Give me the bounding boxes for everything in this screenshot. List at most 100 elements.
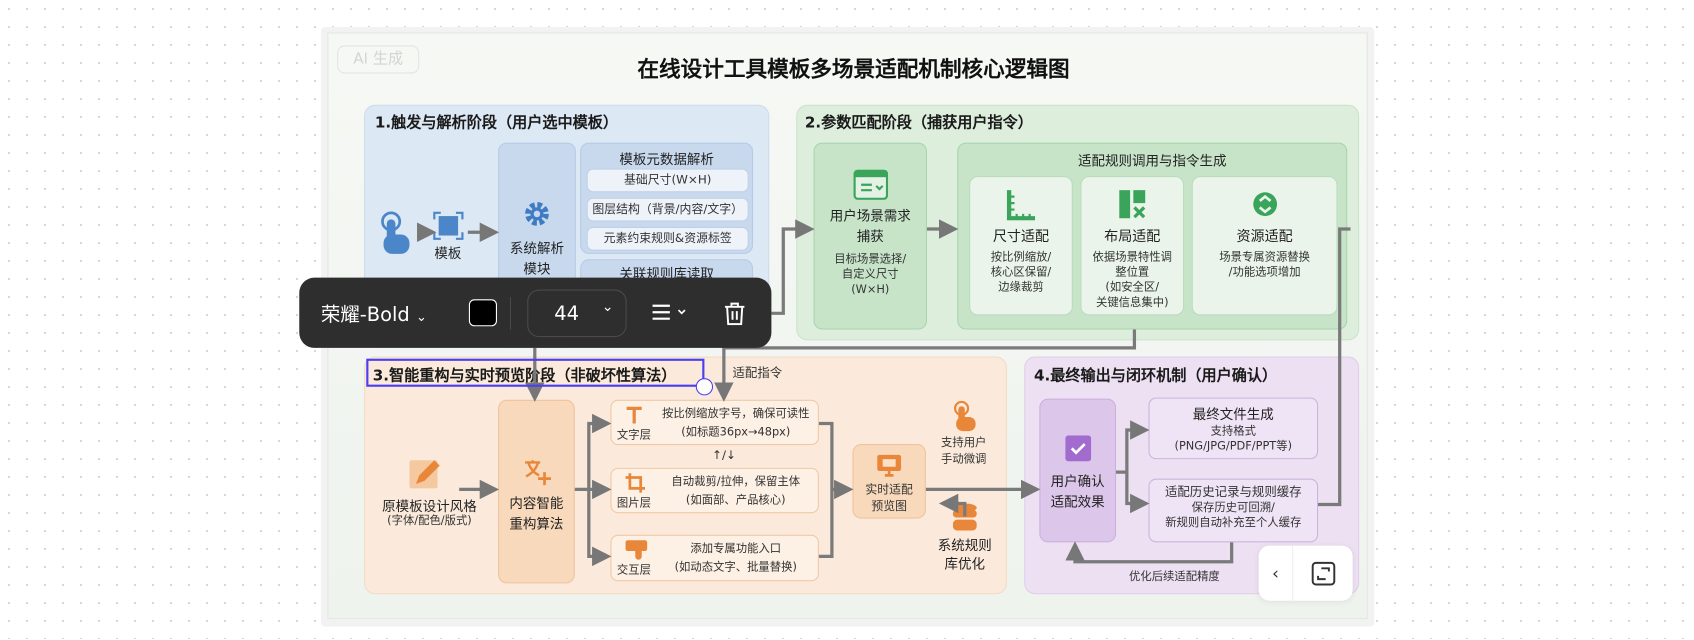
font-size-dropdown[interactable]: 44 ⌄ bbox=[527, 289, 627, 338]
layout-adapt-card: 布局适配 依据场景特性调 整位置 (如安全区/ 关键信息集中) bbox=[1080, 176, 1185, 316]
toolbar-divider bbox=[509, 297, 512, 330]
layer-desc: 自动裁剪/拉伸，保留主体 bbox=[671, 475, 801, 489]
card-desc: (如安全区/ bbox=[1105, 280, 1160, 294]
capture-title: 捕获 bbox=[856, 227, 884, 245]
capture-desc: 目标场景选择/ bbox=[834, 252, 907, 266]
output-title: 最终文件生成 bbox=[1192, 406, 1274, 423]
metadata-row: 图层结构（背景/内容/文字） bbox=[586, 197, 749, 222]
image-controls: ‹ bbox=[1258, 545, 1353, 601]
preview-label: 预览图 bbox=[871, 499, 907, 514]
resize-handle[interactable] bbox=[695, 378, 714, 396]
align-icon bbox=[652, 304, 686, 320]
card-desc: 依据场景特性调 bbox=[1092, 250, 1172, 264]
text-t-icon bbox=[626, 406, 642, 424]
click-hand-icon bbox=[625, 540, 648, 560]
collapse-chevron-left-icon[interactable]: ‹ bbox=[1259, 545, 1294, 601]
layer-desc: (如面部、产品核心) bbox=[685, 493, 786, 507]
metadata-row: 基础尺寸(W×H) bbox=[586, 168, 749, 193]
touch-hand-icon bbox=[952, 400, 978, 437]
swap-arrows: ↑/↓ bbox=[711, 448, 736, 463]
history-desc: 保存历史可回溯/ bbox=[1191, 501, 1275, 515]
instruction-label: 适配指令 bbox=[732, 365, 783, 381]
section2-heading: 2.参数匹配阶段（捕获用户指令） bbox=[804, 114, 1033, 132]
card-desc: 边缘裁剪 bbox=[998, 280, 1044, 294]
font-size-value: 44 bbox=[554, 302, 579, 326]
layer-desc: 添加专属功能入口 bbox=[690, 542, 782, 556]
crop-expand-icon bbox=[1311, 561, 1336, 586]
layer-name: 图片层 bbox=[616, 496, 651, 510]
origin-style-sub: (字体/配色/版式) bbox=[387, 514, 472, 528]
algo-label: 重构算法 bbox=[509, 515, 564, 532]
section1-heading: 1.触发与解析阶段（用户选中模板） bbox=[374, 114, 619, 132]
card-title: 尺寸适配 bbox=[992, 229, 1050, 246]
text-align-dropdown[interactable] bbox=[651, 303, 690, 327]
history-title: 适配历史记录与规则缓存 bbox=[1164, 484, 1302, 500]
recycle-icon bbox=[1252, 192, 1277, 217]
layer-name: 交互层 bbox=[616, 563, 651, 577]
capture-desc: (W×H) bbox=[851, 283, 890, 297]
parser-label: 系统解析模块 bbox=[509, 239, 564, 277]
layer-desc: (如动态文字、批量替换) bbox=[674, 560, 797, 574]
layer-desc: 按比例缩放字号，确保可读性 bbox=[662, 407, 810, 421]
confirm-label: 适配效果 bbox=[1050, 493, 1105, 510]
layer-desc: (如标题36px→48px) bbox=[681, 425, 791, 439]
card-desc: 按比例缩放/ bbox=[990, 250, 1052, 264]
layer-name: 文字层 bbox=[616, 428, 651, 442]
card-desc: /功能选项增加 bbox=[1228, 265, 1301, 279]
text-selection-box[interactable] bbox=[366, 358, 705, 387]
section3-heading[interactable]: 3.智能重构与实时预览阶段（非破坏性算法） bbox=[372, 367, 677, 385]
tap-hand-icon bbox=[378, 211, 417, 261]
manual-adjust-label: 支持用户 bbox=[941, 436, 987, 450]
chevron-down-icon: ⌄ bbox=[415, 308, 427, 325]
text-color-swatch[interactable] bbox=[468, 299, 497, 327]
metadata-row: 元素约束规则&资源标签 bbox=[586, 226, 749, 251]
size-adapt-card: 尺寸适配 按比例缩放/ 核心区保留/ 边缘裁剪 bbox=[969, 176, 1073, 316]
card-desc: 场景专属资源替换 bbox=[1219, 250, 1310, 264]
capture-title: 用户场景需求 bbox=[829, 207, 911, 224]
user-confirm-box: 用户确认 适配效果 bbox=[1039, 398, 1117, 543]
card-desc: 核心区保留/ bbox=[990, 265, 1052, 279]
image-layer-box: 图片层 自动裁剪/拉伸，保留主体 (如面部、产品核心) bbox=[610, 467, 819, 514]
chevron-down-icon: ⌄ bbox=[601, 299, 614, 316]
capture-desc: 自定义尺寸 bbox=[841, 267, 899, 281]
preview-label: 实时适配 bbox=[865, 482, 913, 497]
card-desc: 关键信息集中) bbox=[1095, 296, 1169, 309]
ruledb-label: 库优化 bbox=[944, 555, 986, 572]
section4-heading: 4.最终输出与闭环机制（用户确认） bbox=[1033, 367, 1278, 385]
feedback-label: 优化后续适配精度 bbox=[1129, 570, 1220, 584]
crop-icon bbox=[625, 473, 645, 493]
trash-icon bbox=[724, 302, 745, 326]
template-icon bbox=[432, 211, 464, 246]
realtime-preview-box: 实时适配 预览图 bbox=[852, 444, 926, 519]
gear-icon bbox=[525, 202, 549, 226]
history-desc: 新规则自动补充至个人缓存 bbox=[1165, 516, 1302, 530]
confirm-label: 用户确认 bbox=[1050, 473, 1105, 490]
database-icon bbox=[952, 502, 978, 537]
delete-button[interactable] bbox=[724, 301, 746, 329]
checkbox-icon bbox=[1064, 435, 1091, 462]
rules-generation-title: 适配规则调用与指令生成 bbox=[1077, 152, 1227, 169]
resource-adapt-card: 资源适配 场景专属资源替换 /功能选项增加 bbox=[1191, 176, 1338, 316]
fullscreen-button[interactable] bbox=[1311, 561, 1337, 591]
ruler-icon bbox=[1006, 190, 1036, 221]
card-title: 布局适配 bbox=[1104, 229, 1161, 246]
metadata-title: 模板元数据解析 bbox=[619, 151, 714, 168]
output-desc: (PNG/JPG/PDF/PPT等) bbox=[1174, 439, 1293, 453]
template-label: 模板 bbox=[434, 245, 462, 262]
card-desc: 整位置 bbox=[1115, 265, 1150, 279]
card-title: 资源适配 bbox=[1236, 229, 1293, 246]
font-family-value: 荣耀-Bold bbox=[320, 303, 410, 327]
content-reconstruct-algo: 内容智能 重构算法 bbox=[498, 399, 575, 584]
diagram-title: 在线设计工具模板多场景适配机制核心逻辑图 bbox=[637, 56, 1070, 83]
ruledb-label: 系统规则 bbox=[937, 536, 992, 554]
interaction-layer-box: 交互层 添加专属功能入口 (如动态文字、批量替换) bbox=[610, 534, 819, 582]
pencil-icon bbox=[407, 456, 444, 495]
history-cache-box: 适配历史记录与规则缓存 保存历史可回溯/ 新规则自动补充至个人缓存 bbox=[1148, 478, 1319, 543]
monitor-icon bbox=[877, 454, 902, 477]
translate-icon bbox=[524, 460, 551, 486]
font-family-dropdown[interactable]: 荣耀-Bold ⌄ bbox=[321, 299, 427, 327]
final-output-box: 最终文件生成 支持格式 (PNG/JPG/PDF/PPT等) bbox=[1148, 397, 1319, 460]
ai-generated-badge: AI 生成 bbox=[337, 45, 420, 74]
window-form-icon bbox=[852, 169, 888, 200]
scene-capture-box: 用户场景需求 捕获 目标场景选择/ 自定义尺寸 (W×H) bbox=[813, 142, 927, 330]
